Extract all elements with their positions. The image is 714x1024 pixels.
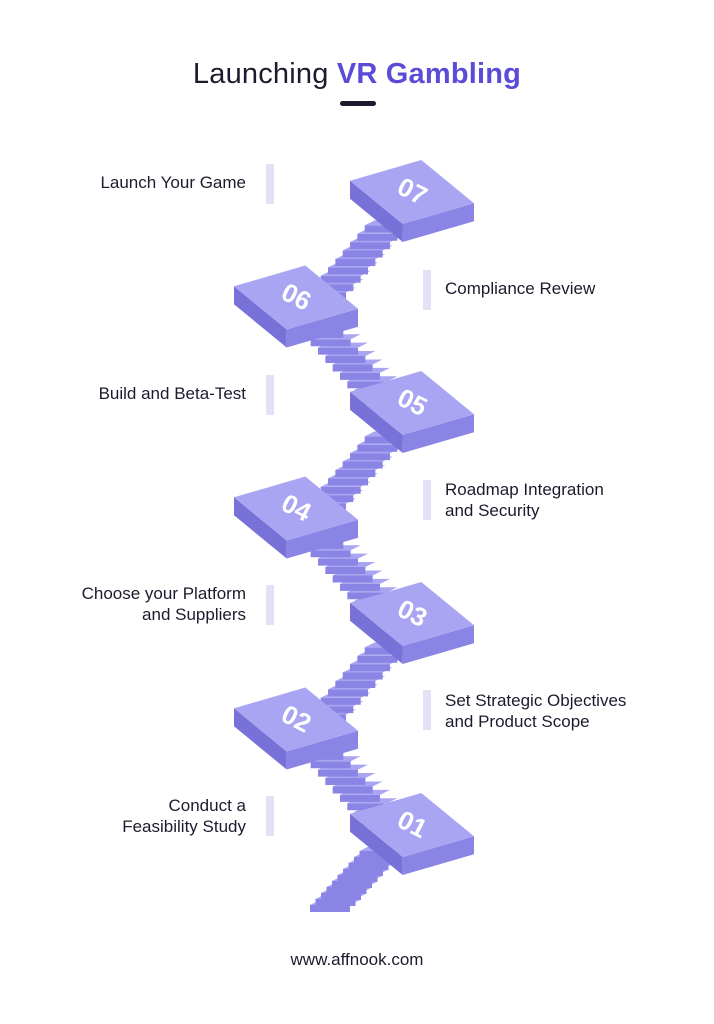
step-01-marker <box>266 796 274 836</box>
platform-01: 01 <box>350 793 474 875</box>
platform-03: 03 <box>350 582 474 664</box>
step-06-marker <box>423 270 431 310</box>
step-04-text-line2: and Security <box>445 501 540 520</box>
step-01-text-line1: Conduct a <box>168 796 247 815</box>
step-07-text: Launch Your Game <box>100 173 246 192</box>
step-03-text-line2: and Suppliers <box>142 605 246 624</box>
title-underline <box>340 101 376 106</box>
step-01-label: Conduct a Feasibility Study <box>122 795 246 837</box>
step-02-label: Set Strategic Objectives and Product Sco… <box>445 690 626 732</box>
step-07-marker <box>266 164 274 204</box>
platform-02: 02 <box>234 687 358 770</box>
step-06-text: Compliance Review <box>445 279 596 298</box>
platform-05: 05 <box>350 371 474 453</box>
step-05-text: Build and Beta-Test <box>98 384 246 403</box>
step-07-label: Launch Your Game <box>100 172 246 193</box>
step-03-text-line1: Choose your Platform <box>81 584 246 603</box>
step-02-text-line2: and Product Scope <box>445 712 590 731</box>
step-02-text-line1: Set Strategic Objectives <box>445 691 627 710</box>
platform-06: 06 <box>234 265 358 348</box>
step-05-marker <box>266 375 274 415</box>
step-05-label: Build and Beta-Test <box>99 383 246 404</box>
step-03-marker <box>266 585 274 625</box>
platform-04: 04 <box>234 476 358 559</box>
step-01-text-line2: Feasibility Study <box>122 817 246 836</box>
step-04-text-line1: Roadmap Integration <box>445 480 604 499</box>
platform-07: 07 <box>350 160 474 242</box>
step-03-label: Choose your Platform and Suppliers <box>82 583 246 625</box>
step-02-marker <box>423 690 431 730</box>
page-title: Launching VR Gambling <box>0 58 714 91</box>
step-04-marker <box>423 480 431 520</box>
title-accent: VR Gambling <box>336 58 522 90</box>
footer-website: www.affnook.com <box>290 950 424 969</box>
step-04-label: Roadmap Integration and Security <box>445 479 604 521</box>
step-06-label: Compliance Review <box>445 278 595 299</box>
title-plain: Launching <box>192 58 337 90</box>
